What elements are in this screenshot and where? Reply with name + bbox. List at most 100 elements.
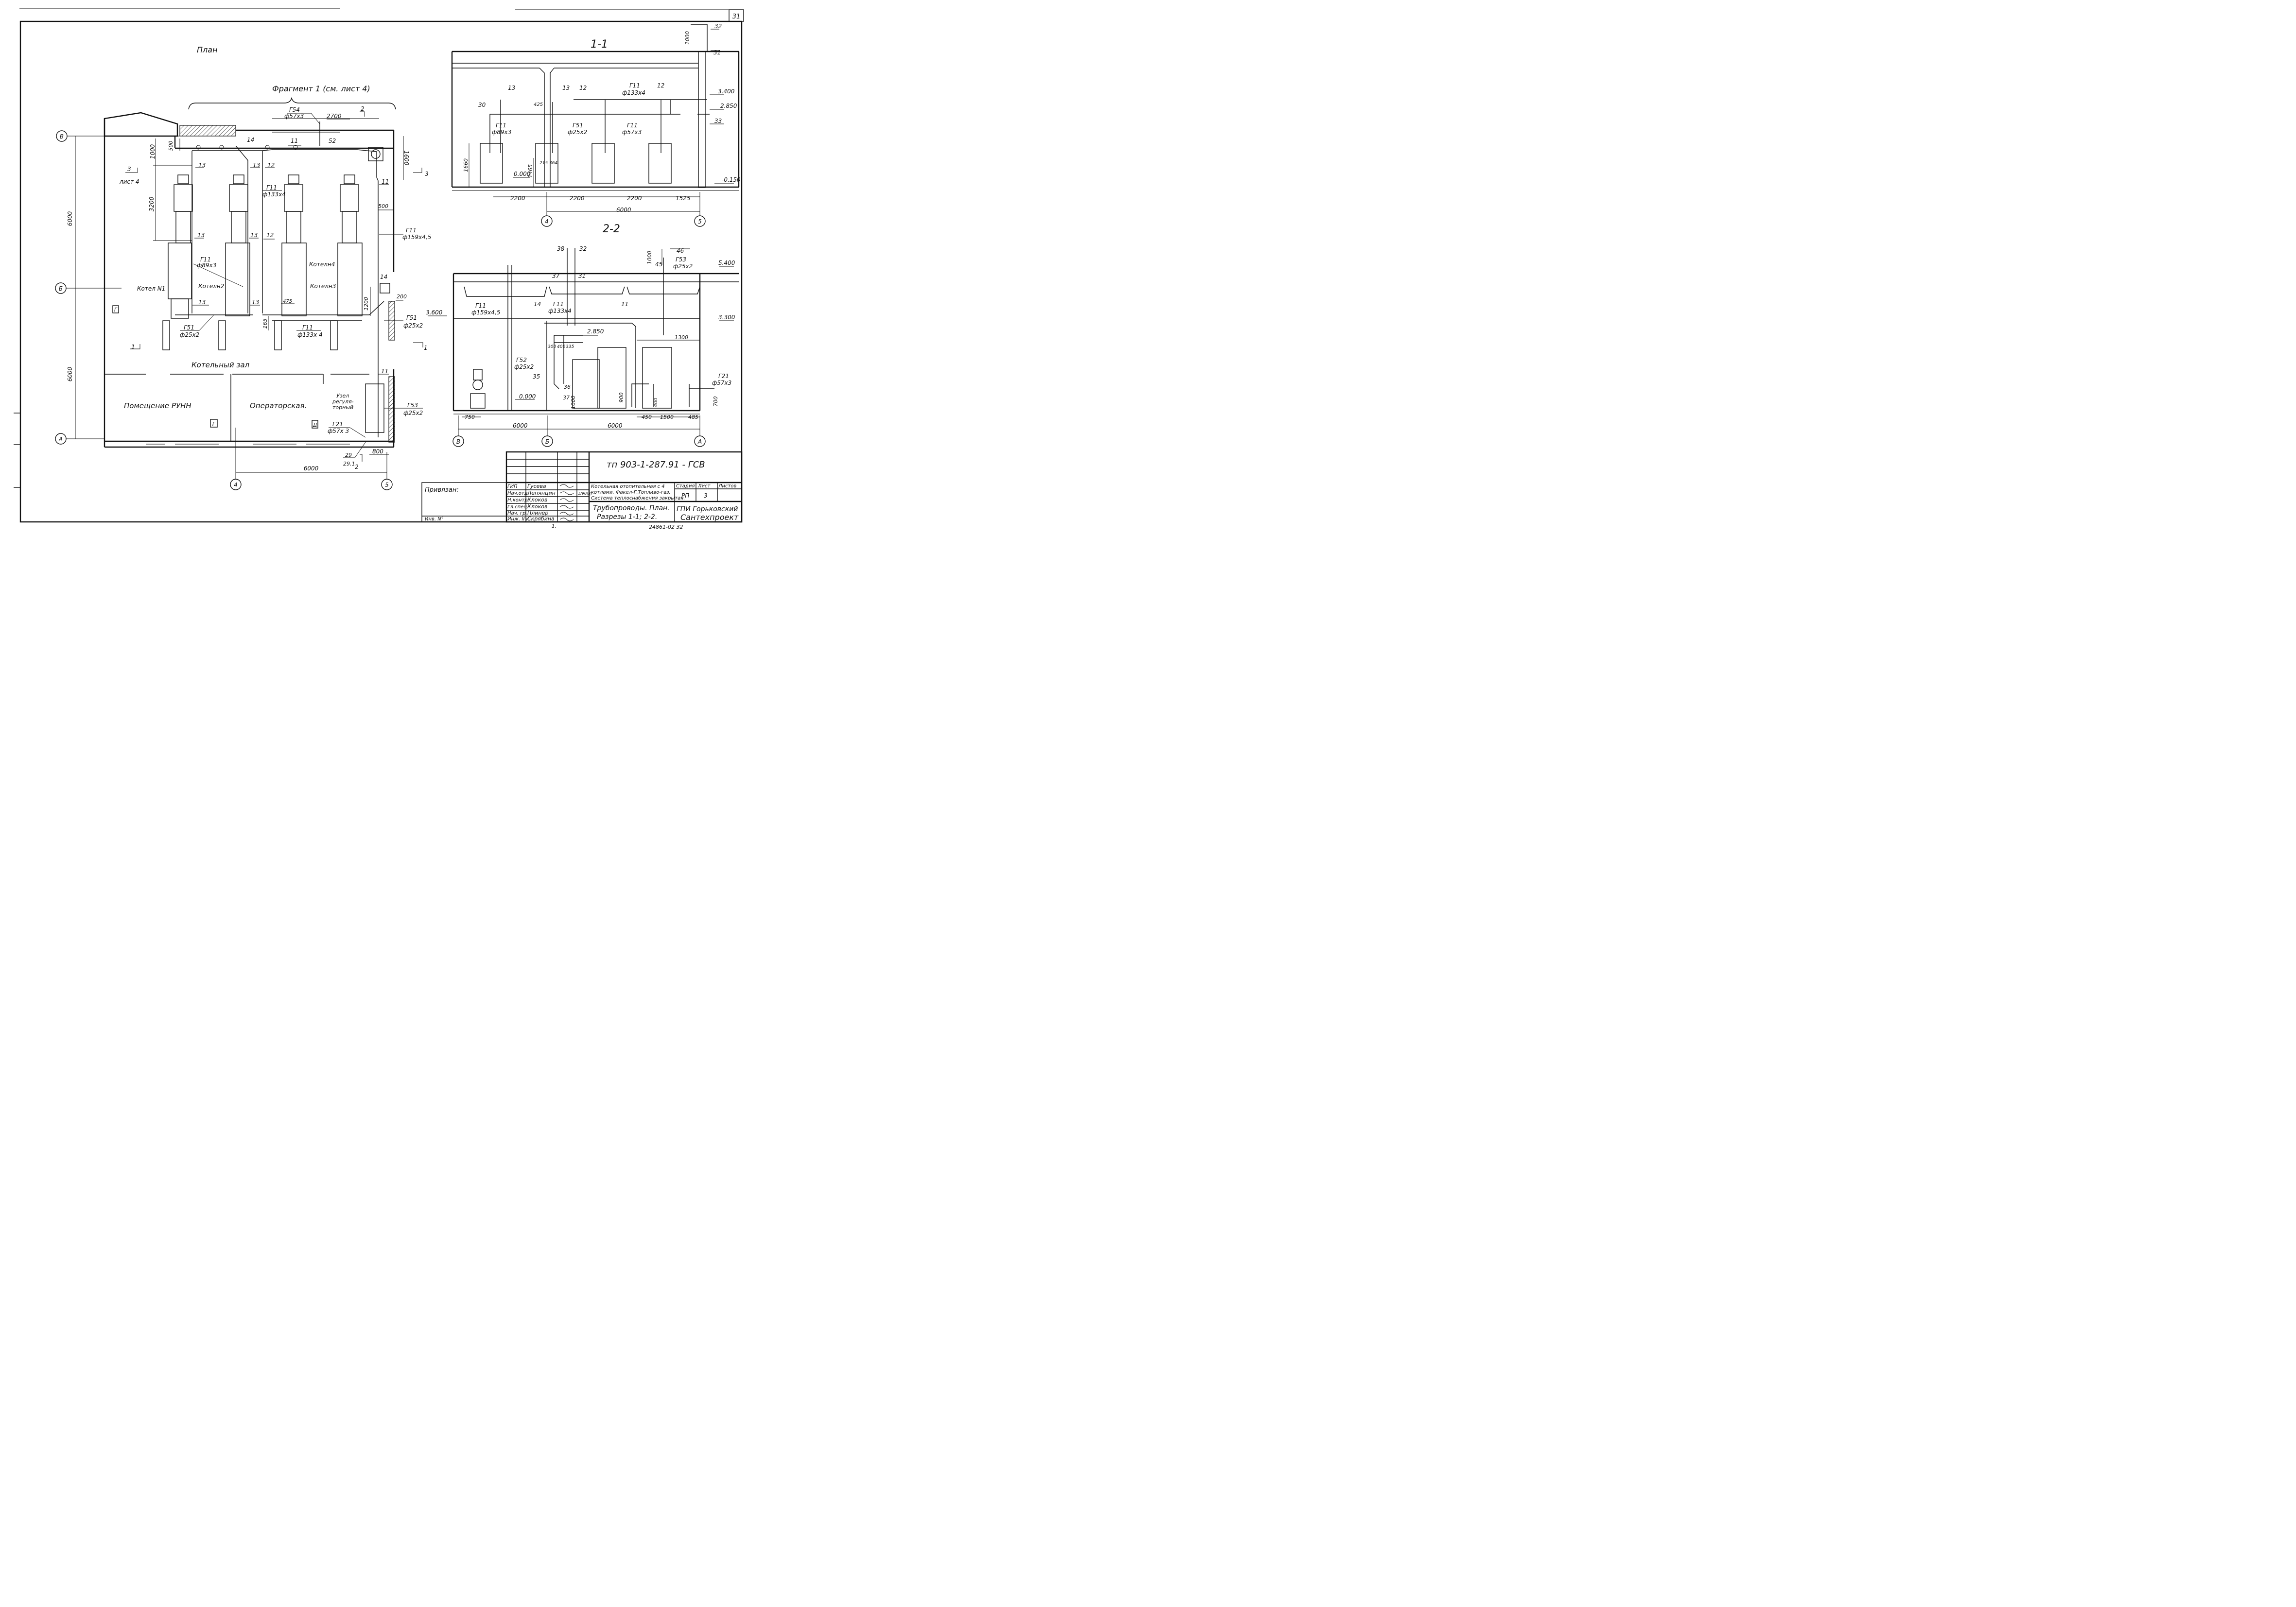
room-runn: Помещение РУНН [124,401,191,410]
fragment-brace [188,97,396,110]
org-2: Сантехпроект [680,513,739,522]
s22-g53: Г53 [676,256,686,263]
section11-drawing [451,24,740,227]
desc-1: Котельная отопительная с 4 [591,484,665,489]
s22-g11a-size: ф159х4,5 [471,309,500,316]
title-block [421,451,743,523]
cut2-bottom: 2 [355,464,359,470]
s22-31: 31 [578,273,586,279]
date-mark: 1/90(3) [578,491,592,496]
cut3-left: 3 [127,166,131,173]
plan-g51: Г51 [184,324,194,331]
fragment-note: Фрагмент 1 (см. лист 4) [272,84,370,93]
plan-dim-3200: 3200 [148,196,155,211]
node-label-3: торный [332,404,353,411]
boiler-label-3: Котелн3 [310,283,336,290]
plan-g51b: Г51 [406,314,417,321]
s11-axis-4: 4 [545,218,549,225]
boiler-label-2: Котелн2 [198,283,224,290]
s11-12b: 12 [657,82,664,89]
s11-12a: 12 [579,85,587,91]
boilers [162,174,363,350]
room-mark-box-3 [312,420,318,429]
name-3: Клоков [527,503,547,510]
s11-dim-1000: 1000 [684,31,691,45]
plan-dim-1200: 1200 [363,297,369,311]
plan-g11c: Г11 [200,256,211,263]
name-2: Клоков [527,497,547,503]
s22-dim-400b: 400 [653,397,659,407]
s22-32: 32 [579,245,587,252]
plan-g53: Г53 [407,402,418,409]
s11-32: 32 [714,23,722,30]
s22-dim-1000b: 1000 [570,396,576,409]
plan-g11b: Г11 [406,227,417,234]
plan-axes [55,130,393,490]
s22-46: 46 [677,247,684,254]
inv-no: Инв. N° [425,517,444,522]
s22-11: 11 [621,301,628,308]
stage-header: Стадия [676,484,695,489]
s22-dim-6000b: 6000 [608,422,623,429]
plan-52: 52 [329,138,336,144]
s11-g11-size: ф133х4 [622,89,645,96]
plan-14b: 14 [380,274,387,280]
bottom-mark: 1. [552,524,557,529]
cut3-right: 3 [425,171,429,177]
s22-dim-6000a: 6000 [513,422,528,429]
s11-dim-1660: 1660 [463,158,469,172]
boiler-1 [162,174,193,350]
stage-value: РП [681,492,689,499]
plan-12a: 12 [267,162,275,169]
plan-g51b-size: ф25х2 [403,322,423,329]
room-mark-2: Г [212,421,216,427]
s11-33: 33 [714,118,722,124]
s22-g11a: Г11 [475,302,486,309]
s22-dim-750: 750 [465,414,475,420]
plan-13d: 13 [250,232,258,239]
plan-axis-v: В [60,133,64,140]
sheet-header: Лист [697,484,711,489]
s22-dim-335: 335 [566,345,574,349]
name-0: Гусева [527,483,546,489]
plan-dim-500b: 500 [378,203,388,209]
s11-g11c-size: ф57х3 [622,129,642,136]
room-mark-box-2 [210,419,218,428]
plan-axis-4: 4 [234,482,238,488]
s22-level-5400: 5.400 [718,259,735,266]
s22-level-2850: 2.850 [587,328,604,335]
node-label-2: регуля- [332,398,354,405]
s22-g53-size: ф25х2 [673,263,693,270]
s11-level-3400: 3.400 [718,88,735,95]
s22-dim-300: 300 [548,345,556,349]
s22-38: 38 [557,245,565,252]
s22-dim-700: 700 [713,397,719,407]
s11-30: 30 [478,102,486,108]
s11-axis-5: 5 [698,218,702,225]
s11-level-0000: 0.000 [514,171,531,177]
s22-dim-900: 900 [618,393,625,403]
plan-axis-b: Б [59,285,63,292]
plan-11-right: 11 [382,178,389,185]
role-3: Гл.спец. [507,504,528,510]
plan-g11d: Г11 [302,324,313,331]
plan-dim-475: 475 [283,299,292,304]
s22-dim-400: 400 [557,345,565,349]
boiler-label-4: Котелн4 [309,261,335,268]
plan-g11c-size: ф89х3 [197,262,216,269]
plan-14: 14 [247,137,254,143]
s22-axis-a: А [697,438,702,445]
plan-dim-165: 165 [262,319,268,329]
s22-dim-1000: 1000 [646,251,653,264]
plan-g53-size: ф25х2 [403,410,423,416]
drawing-title-1: Трубопроводы. План. [593,504,670,512]
s11-g51: Г51 [573,122,583,129]
role-1: Нач.отд. [507,491,529,496]
plan-dim-1000: 1000 [149,144,156,159]
s11-level-neg: -0.150 [722,176,741,183]
s11-dim-6000: 6000 [616,207,631,213]
sheet-frame [14,8,744,523]
s22-g11b-size: ф133х4 [548,308,572,314]
sheet-number: 31 [732,13,741,20]
dim-row-top: 6000 [67,211,73,226]
